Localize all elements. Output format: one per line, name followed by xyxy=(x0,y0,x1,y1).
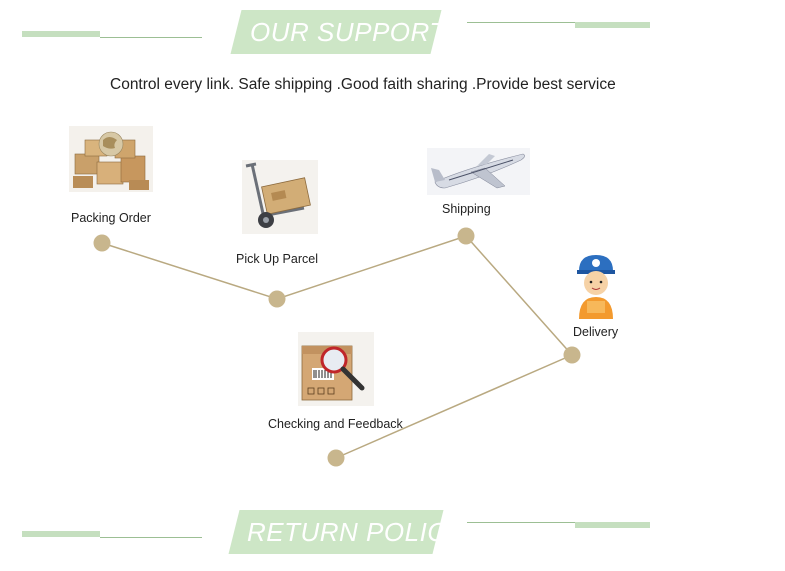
header-title: OUR SUPPORTS xyxy=(250,17,464,47)
banner-left-line xyxy=(100,37,202,38)
footer-title: RETURN POLICY xyxy=(247,517,465,547)
banner-left-line xyxy=(100,537,202,538)
banner-right-line xyxy=(467,522,575,523)
step-label-checking: Checking and Feedback xyxy=(268,417,403,431)
banner-right-bar xyxy=(575,522,650,528)
boxes-globe-icon xyxy=(69,126,153,192)
airplane-icon xyxy=(427,148,530,195)
route-node-packing xyxy=(93,234,111,252)
box-magnifier-icon xyxy=(298,332,374,406)
step-label-shipping: Shipping xyxy=(442,202,491,216)
banner-right-line xyxy=(467,22,575,23)
header-banner: OUR SUPPORTS xyxy=(0,8,785,58)
banner-left-bar xyxy=(22,31,100,37)
courier-icon xyxy=(571,253,621,323)
route-node-shipping xyxy=(457,227,475,245)
banner-right-bar xyxy=(575,22,650,28)
route-node-delivery xyxy=(563,346,581,364)
route-node-checking xyxy=(327,449,345,467)
step-label-delivery: Delivery xyxy=(573,325,619,339)
route-node-pickup xyxy=(268,290,286,308)
hand-truck-icon xyxy=(242,160,318,234)
footer-banner: RETURN POLICY xyxy=(0,508,785,558)
banner-left-bar xyxy=(22,531,100,537)
step-label-packing: Packing Order xyxy=(71,211,151,225)
step-label-pickup: Pick Up Parcel xyxy=(236,252,318,266)
tagline: Control every link. Safe shipping .Good … xyxy=(110,76,616,93)
